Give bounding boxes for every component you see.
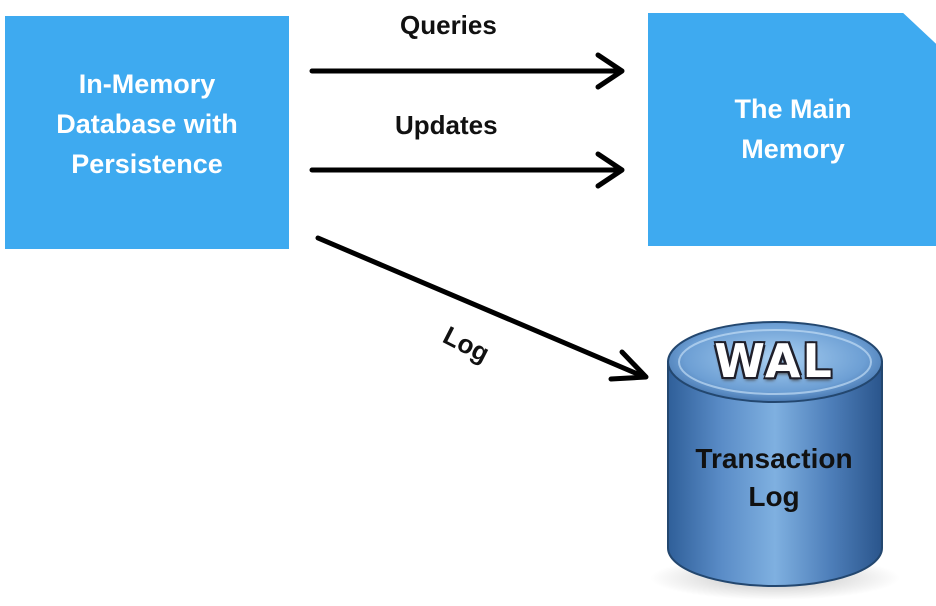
main-memory-label: The Main Memory [734,93,852,164]
log-arrow [315,235,649,382]
updates-arrow [309,151,625,189]
wal-cylinder [650,321,900,600]
in-memory-database-label: In-Memory Database with Persistence [56,68,238,179]
wal-badge: WAL [714,334,834,388]
queries-arrow [309,52,625,90]
main-memory-box: The Main Memory [648,13,936,246]
queries-label: Queries [400,10,497,40]
transaction-log-label: Transaction Log [695,443,853,512]
in-memory-database-box: In-Memory Database with Persistence [5,16,289,249]
updates-label: Updates [395,110,498,140]
